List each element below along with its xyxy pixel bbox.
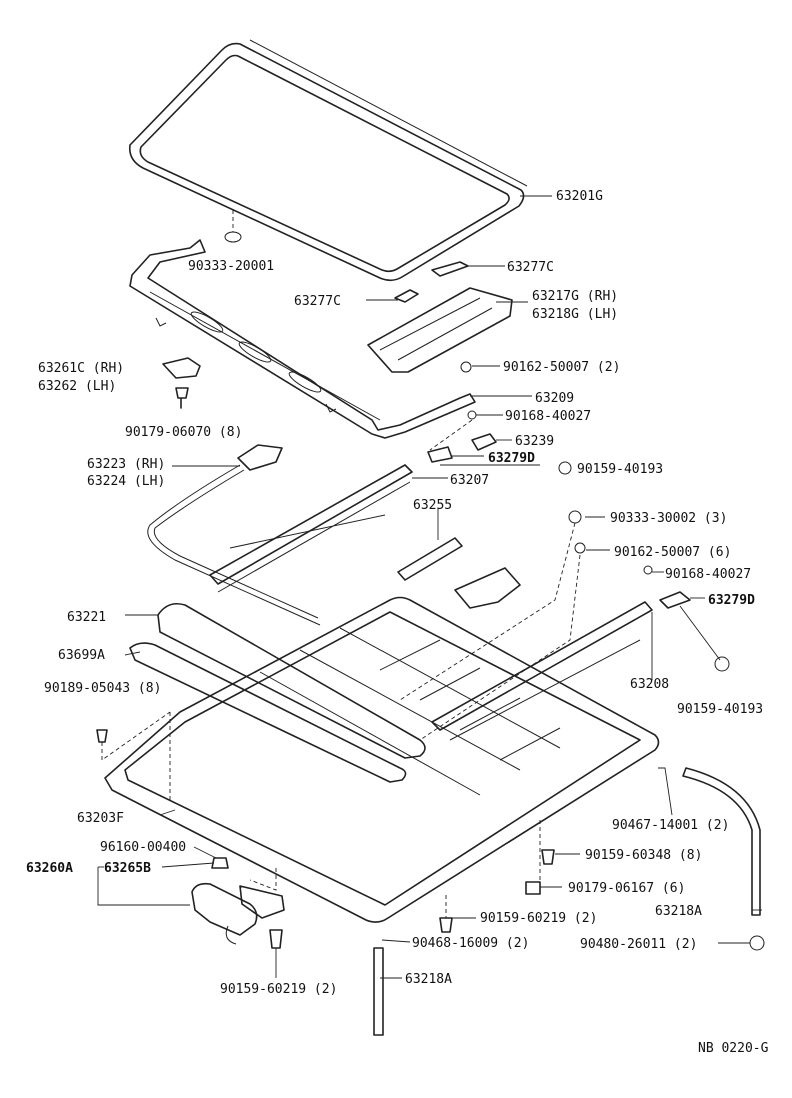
sunroof-housing-63203F	[104, 596, 660, 923]
label-63217G: 63217G (RH)	[532, 289, 618, 304]
label-90333-20001: 90333-20001	[188, 259, 274, 274]
shoe-63279D-a	[427, 446, 453, 463]
label-63209: 63209	[535, 391, 574, 406]
label-90162-50007-2: 90162-50007 (2)	[503, 360, 620, 375]
screw-90162-50007-b	[574, 542, 586, 554]
label-63239: 63239	[515, 434, 554, 449]
label-63218A-b: 63218A	[405, 972, 452, 987]
screw-90168-40027-b	[643, 565, 653, 575]
label-90189-05043: 90189-05043 (8)	[44, 681, 161, 696]
drive-unit-bracket	[454, 567, 521, 609]
screw-90162-50007-a	[460, 361, 472, 373]
washer-symbol-a	[558, 461, 572, 475]
label-90480-26011: 90480-26011 (2)	[580, 937, 697, 952]
label-63218G: 63218G (LH)	[532, 307, 618, 322]
label-63279D-a: 63279D	[488, 451, 535, 466]
label-63265B: 63265B	[104, 861, 151, 876]
glass-panel	[128, 39, 528, 282]
label-90159-40193-b: 90159-40193	[677, 702, 763, 717]
plate-63255	[397, 537, 463, 581]
label-90333-30002: 90333-30002 (3)	[610, 511, 727, 526]
nut-63265B	[211, 857, 229, 869]
label-63203F: 63203F	[77, 811, 124, 826]
label-63255: 63255	[413, 498, 452, 513]
seal-63699A	[129, 642, 407, 783]
label-90468-16009: 90468-16009 (2)	[412, 936, 529, 951]
diagram-id: NB 0220-G	[698, 1041, 769, 1056]
label-63279D-b: 63279D	[708, 593, 755, 608]
label-63260A: 63260A	[26, 861, 73, 876]
hinge-63261C	[162, 357, 201, 379]
seal-63221	[157, 602, 426, 759]
label-63277C-a: 63277C	[507, 260, 554, 275]
label-63224: 63224 (LH)	[87, 474, 165, 489]
washer-90159-40193-b	[714, 656, 730, 672]
bracket-63277C-lower	[394, 289, 419, 303]
drain-hose-63218A-right	[682, 767, 761, 916]
lock-63239	[471, 433, 497, 451]
label-96160-00400: 96160-00400	[100, 840, 186, 855]
drive-cable-63223	[147, 444, 321, 626]
label-63201G: 63201G	[556, 189, 603, 204]
label-90168-40027-a: 90168-40027	[505, 409, 591, 424]
bracket-63277C-upper	[431, 261, 469, 277]
clip-90333-30002	[568, 510, 582, 524]
label-90467-14001: 90467-14001 (2)	[612, 818, 729, 833]
label-90168-40027-b: 90168-40027	[665, 567, 751, 582]
dashed-guides	[101, 210, 581, 918]
drain-hose-63218A-left	[373, 947, 384, 1036]
bolt-90159-60219-a	[439, 917, 453, 933]
label-63699A: 63699A	[58, 648, 105, 663]
shoe-63279D-b	[659, 591, 691, 609]
sunroof-motor-63260A	[191, 882, 285, 945]
label-90179-06167: 90179-06167 (6)	[568, 881, 685, 896]
nut-90179-06167	[525, 881, 541, 895]
label-90159-60219-a: 90159-60219 (2)	[480, 911, 597, 926]
label-90159-60219-b: 90159-60219 (2)	[220, 982, 337, 997]
guide-rail-63207	[209, 464, 413, 593]
guide-rail-63208	[431, 601, 653, 741]
leader-lines	[97, 195, 762, 979]
clip-90333-20001	[224, 231, 242, 243]
sunroof-upper-frame	[129, 239, 476, 439]
bolt-90159-60348	[541, 849, 555, 865]
bolt-90189-05043	[96, 729, 108, 743]
label-63262: 63262 (LH)	[38, 379, 116, 394]
side-deflector-63217G	[367, 287, 513, 373]
bolt-90159-60219-b	[269, 929, 283, 949]
bolt-90179-06070	[175, 387, 189, 409]
label-63208: 63208	[630, 677, 669, 692]
label-63277C-b: 63277C	[294, 294, 341, 309]
label-63261C: 63261C (RH)	[38, 361, 124, 376]
label-90159-40193-a: 90159-40193	[577, 462, 663, 477]
label-90162-50007-6: 90162-50007 (6)	[614, 545, 731, 560]
label-63223: 63223 (RH)	[87, 457, 165, 472]
part-labels: 63201G 90333-20001 63277C 63277C 63217G …	[26, 189, 769, 1056]
label-63218A-a: 63218A	[655, 904, 702, 919]
grommet-90480-26011	[749, 935, 765, 951]
label-90159-60348: 90159-60348 (8)	[585, 848, 702, 863]
label-90179-06070: 90179-06070 (8)	[125, 425, 242, 440]
label-63221: 63221	[67, 610, 106, 625]
label-63207: 63207	[450, 473, 489, 488]
screw-90168-40027-a	[467, 410, 477, 420]
